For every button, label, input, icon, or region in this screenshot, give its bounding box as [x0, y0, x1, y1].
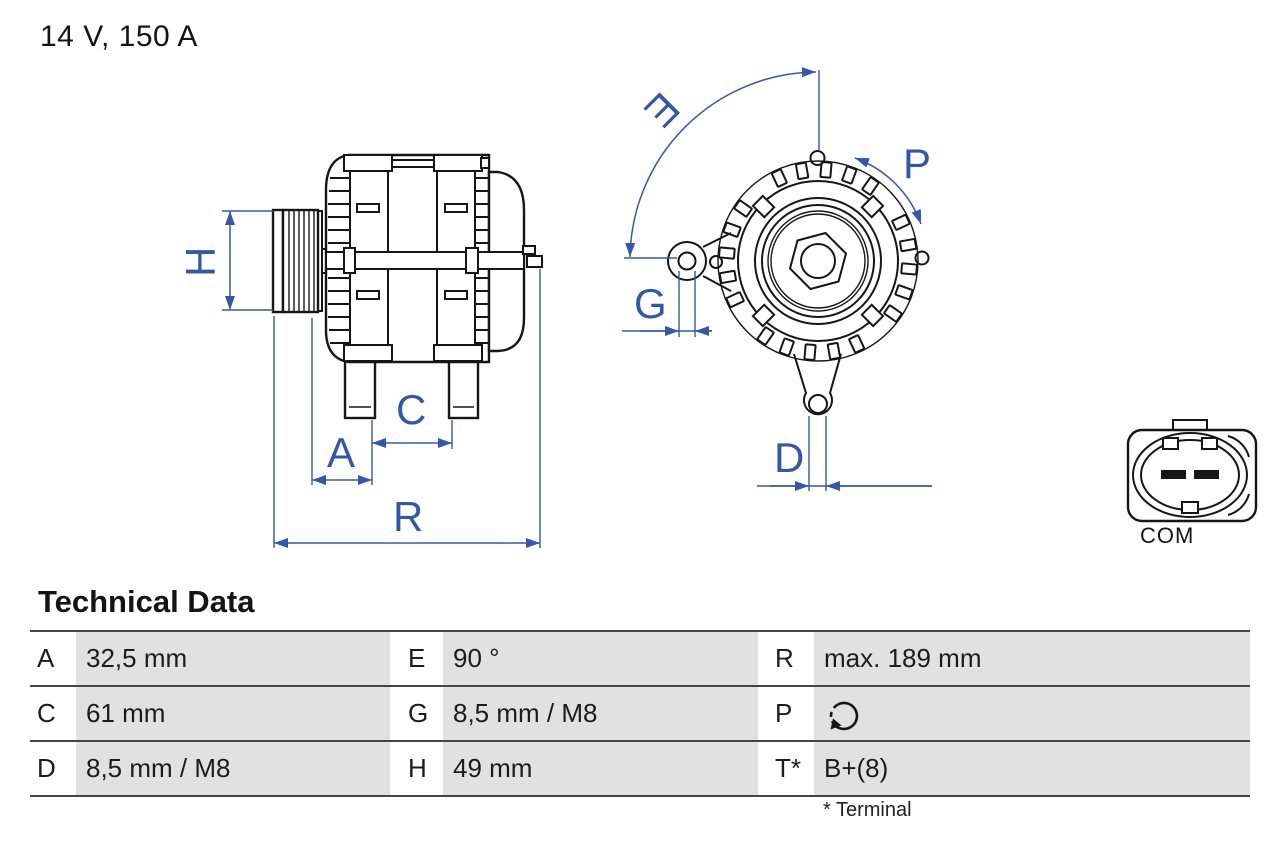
dim-value-d: 8,5 mm / M8	[76, 742, 390, 795]
dimension-label-p: P	[903, 140, 931, 187]
dimension-label-g: G	[634, 280, 667, 327]
dim-value-p	[814, 687, 1250, 740]
dimension-label-c: C	[396, 386, 426, 433]
terminal-stud	[522, 245, 543, 268]
pulley	[271, 208, 328, 314]
alternator-technical-drawing: H A C R	[177, 67, 1258, 548]
shaft-nut	[788, 231, 848, 291]
dim-key-p: P	[775, 698, 793, 728]
fan-outer-rim	[717, 160, 919, 362]
dim-key-a: A	[37, 643, 55, 673]
table-row: D 8,5 mm / M8 H 49 mm T* B+(8)	[30, 740, 1250, 795]
connector-drawing: COM	[1126, 419, 1258, 548]
dimension-label-e: E	[636, 84, 689, 137]
dimension-label-r: R	[393, 493, 423, 540]
top-lug-hole	[809, 150, 826, 166]
dim-key-t: T*	[775, 753, 801, 783]
dimension-label-d: D	[774, 434, 804, 481]
connector-label: COM	[1140, 523, 1194, 548]
bottom-mounting-arm	[793, 353, 842, 416]
connector-pin	[1194, 470, 1219, 479]
side-view-dimensions: H A C R	[177, 210, 541, 548]
dim-value-t: B+(8)	[814, 742, 1250, 795]
stator-ring-inner	[754, 197, 882, 325]
dim-value-r: max. 189 mm	[814, 632, 1250, 685]
ring-keys	[751, 194, 885, 328]
side-view-drawing	[271, 153, 543, 420]
dimension-label-a: A	[327, 429, 355, 476]
rotation-direction-icon	[829, 701, 859, 730]
table-row: C 61 mm G 8,5 mm / M8 P	[30, 685, 1250, 740]
dim-key-e: E	[408, 643, 426, 673]
dim-key-c: C	[37, 698, 56, 728]
dim-key-r: R	[775, 643, 794, 673]
connector-housing	[1126, 428, 1258, 523]
front-view-dimensions: E P G D	[622, 67, 932, 491]
table-row: A 32,5 mm E 90 ° R max. 189 mm	[30, 630, 1250, 685]
dim-value-a: 32,5 mm	[76, 632, 390, 685]
fan-slots	[718, 161, 918, 361]
front-view-drawing	[667, 150, 930, 416]
through-bolt-band	[325, 247, 525, 274]
dim-value-c: 61 mm	[76, 687, 390, 740]
terminal-footnote: * Terminal	[823, 799, 912, 821]
dim-value-g: 8,5 mm / M8	[443, 687, 758, 740]
dim-key-g: G	[408, 698, 429, 728]
dim-key-h: H	[408, 753, 427, 783]
dim-key-d: D	[37, 753, 56, 783]
connector-pin	[1161, 470, 1186, 479]
dim-value-e: 90 °	[443, 632, 758, 685]
stator-ring-outer	[737, 180, 899, 342]
right-ear-hole	[914, 250, 930, 266]
page-title: 14 V, 150 A	[40, 20, 198, 53]
connector-collar	[1132, 432, 1248, 518]
technical-data-heading: Technical Data	[38, 584, 255, 619]
mounting-feet	[343, 358, 480, 420]
technical-data-table: A 32,5 mm E 90 ° R max. 189 mm C 61 mm G…	[30, 630, 1250, 797]
dim-value-h: 49 mm	[443, 742, 758, 795]
shaft-center	[800, 243, 836, 279]
dimension-label-h: H	[177, 247, 224, 277]
